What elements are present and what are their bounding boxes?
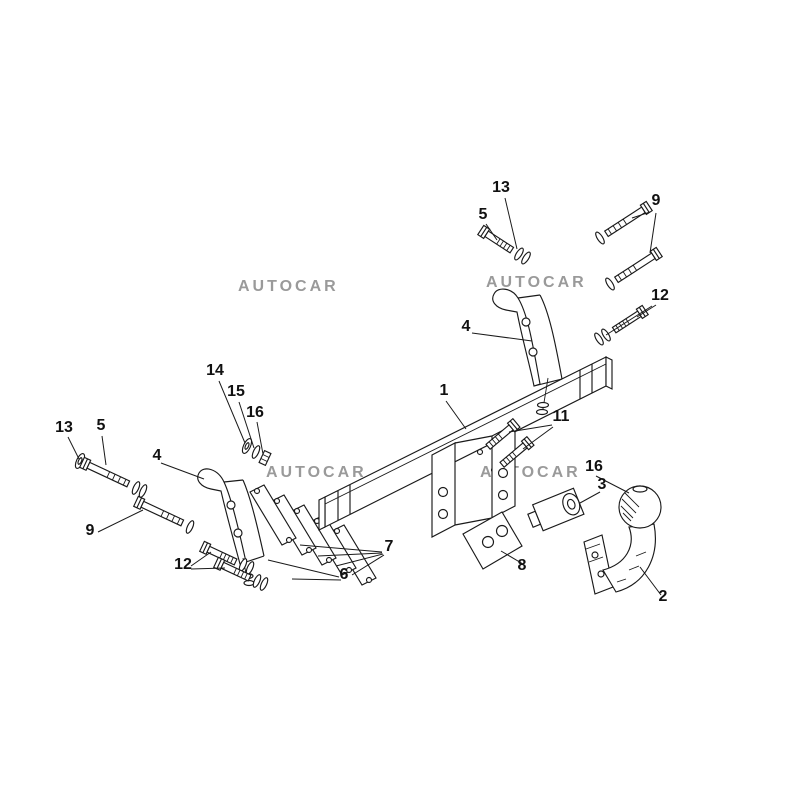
washer bbox=[603, 276, 617, 292]
bolt-9-upper bbox=[602, 200, 653, 239]
part-label-4-top: 4 bbox=[462, 318, 471, 335]
part-label-6: 6 bbox=[340, 566, 349, 583]
watermark-autocar: AUTOCAR bbox=[238, 278, 339, 295]
right-mounting-bracket bbox=[492, 288, 563, 416]
ball-mount-plate bbox=[462, 511, 523, 570]
part-label-9-left: 9 bbox=[86, 522, 95, 539]
part-label-2: 2 bbox=[659, 588, 668, 605]
electrical-socket-bracket bbox=[527, 487, 585, 532]
part-label-4-left: 4 bbox=[153, 447, 162, 464]
washer bbox=[593, 230, 607, 246]
towball-assembly bbox=[583, 485, 662, 595]
part-label-13-top: 13 bbox=[492, 179, 510, 196]
part-label-8: 8 bbox=[518, 557, 527, 574]
part-label-13-left: 13 bbox=[55, 419, 73, 436]
part-label-16-left: 16 bbox=[246, 404, 264, 421]
part-label-12-right: 12 bbox=[651, 287, 669, 304]
spacer-plate-stack bbox=[249, 484, 377, 586]
part-label-7: 7 bbox=[385, 538, 394, 555]
bolt-9-lower bbox=[612, 246, 663, 285]
spacer-plate bbox=[249, 484, 297, 546]
bolt-5-top bbox=[477, 224, 516, 256]
washer bbox=[184, 519, 196, 535]
part-label-1: 1 bbox=[440, 382, 449, 399]
part-label-9-top: 9 bbox=[652, 192, 661, 209]
center-hitch-bracket bbox=[431, 423, 516, 538]
washer-15 bbox=[250, 444, 262, 460]
towball-neck bbox=[602, 523, 656, 593]
part-label-12-left: 12 bbox=[174, 556, 192, 573]
part-label-3: 3 bbox=[598, 476, 607, 493]
leader-lines bbox=[67, 197, 662, 596]
crossbar bbox=[318, 356, 613, 531]
part-label-14: 14 bbox=[206, 362, 224, 379]
part-label-15: 15 bbox=[227, 383, 245, 400]
part-label-16-right: 16 bbox=[585, 458, 603, 475]
watermark-autocar: AUTOCAR bbox=[266, 464, 367, 481]
part-label-11: 11 bbox=[553, 408, 570, 425]
bolt-9-left bbox=[133, 495, 186, 529]
part-labels: 13 5 9 12 4 14 15 16 13 5 4 1 11 9 16 3 … bbox=[55, 179, 669, 605]
watermark-autocar: AUTOCAR bbox=[486, 274, 587, 291]
part-label-5-top: 5 bbox=[479, 206, 488, 223]
part-label-5-left: 5 bbox=[97, 417, 106, 434]
